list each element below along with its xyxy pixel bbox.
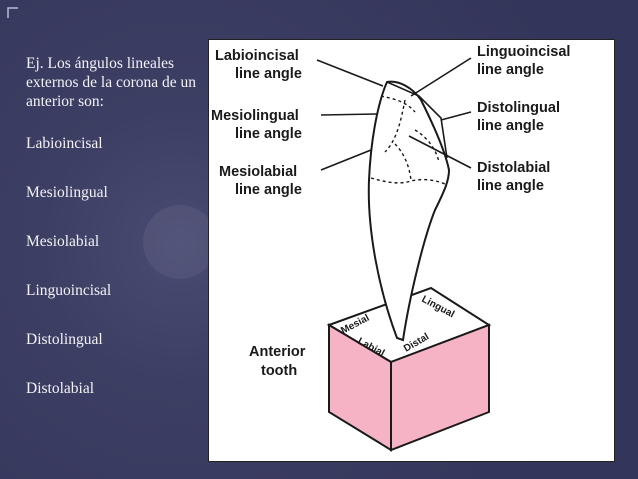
leader-distolabial (408, 135, 472, 169)
corner-bracket-left-icon (7, 7, 18, 18)
list-item-distolingual: Distolingual (26, 331, 103, 348)
label-anterior-tooth: Anterior tooth (249, 344, 309, 379)
label-mesiolabial: Mesiolabial line angle (219, 164, 302, 198)
list-item-mesiolingual: Mesiolingual (26, 184, 108, 201)
list-item-mesiolabial: Mesiolabial (26, 233, 100, 250)
label-linguoincisal: Linguoincisal line angle (477, 44, 574, 78)
intro-text: Ej. Los ángulos lineales externos de la … (26, 55, 197, 110)
box-front-right-face (390, 323, 490, 452)
leader-mesiolingual (320, 113, 378, 116)
leader-distolingual (440, 111, 472, 121)
label-labioincisal: Labioincisal line angle (215, 48, 303, 82)
leader-linguoincisal (410, 57, 472, 97)
leader-mesiolabial (320, 149, 372, 171)
slide-text-column: Ej. Los ángulos lineales externos de la … (26, 54, 206, 428)
label-mesiolingual: Mesiolingual line angle (211, 108, 303, 142)
leader-labioincisal (316, 59, 384, 87)
leader-lines (316, 57, 472, 171)
tooth-diagram: Mesial Labial Lingual Distal Labioinc (211, 44, 574, 452)
diagram-panel: Mesial Labial Lingual Distal Labioinc (208, 39, 615, 462)
reference-box: Mesial Labial Lingual Distal (326, 286, 492, 452)
list-item-linguoincisal: Linguoincisal (26, 282, 112, 299)
label-distolingual: Distolingual line angle (477, 100, 564, 134)
label-distolabial: Distolabial line angle (477, 160, 554, 194)
list-item-distolabial: Distolabial (26, 380, 95, 397)
decorative-circle (143, 205, 217, 279)
list-item-labioincisal: Labioincisal (26, 135, 103, 152)
